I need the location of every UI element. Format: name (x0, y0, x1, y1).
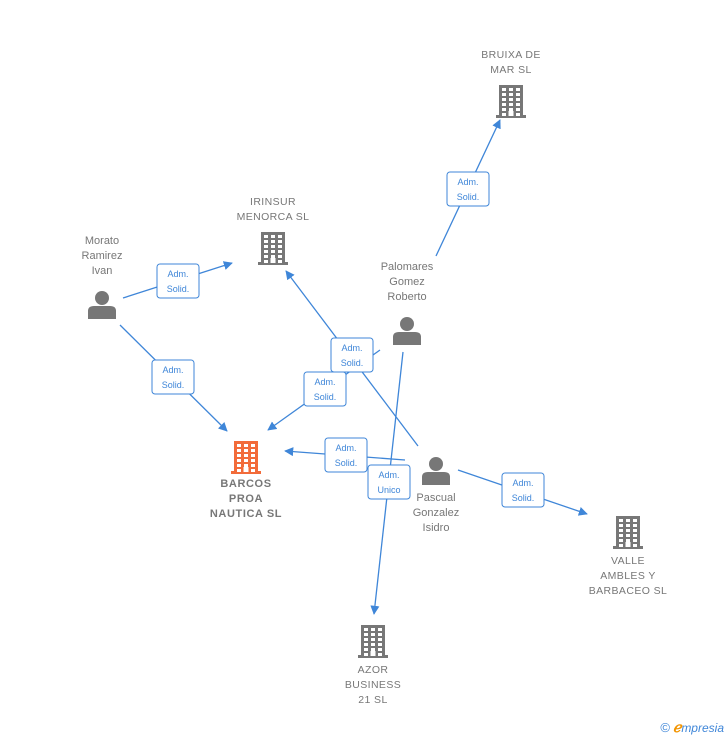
company-node-barcos[interactable]: BARCOS PROA NAUTICA SL (210, 441, 282, 520)
role-badge-text: Adm. (314, 377, 335, 387)
role-badge-text: Solid. (457, 192, 480, 202)
role-badge-box (367, 464, 411, 500)
label-line: PROA (229, 493, 263, 505)
person-icon (422, 457, 450, 485)
label-line: Ramirez (82, 250, 123, 262)
role-badge[interactable]: Adm. Solid. (303, 371, 347, 407)
role-badge-text: Unico (377, 485, 400, 495)
role-badge[interactable]: Adm. Solid. (156, 263, 200, 299)
label-line: Pascual (416, 492, 455, 504)
role-badge-text: Solid. (512, 493, 535, 503)
copyright-symbol: © (660, 720, 671, 735)
building-icon (496, 85, 526, 118)
role-badge[interactable]: Adm. Solid. (324, 437, 368, 473)
role-badge-text: Solid. (167, 284, 190, 294)
role-badge-text: Solid. (335, 458, 358, 468)
company-node-valle[interactable]: VALLE AMBLES Y BARBACEO SL (589, 516, 668, 597)
building-icon (613, 516, 643, 549)
role-badge-box (151, 359, 195, 395)
nodes-layer: BARCOS PROA NAUTICA SL IRINSUR MENORCA SL BRU… (82, 49, 668, 706)
label-line: MAR SL (490, 64, 532, 76)
role-badge-box (324, 437, 368, 473)
label-line: VALLE (611, 555, 645, 567)
role-badge[interactable]: Adm. Solid. (330, 337, 374, 373)
label-line: Roberto (387, 291, 426, 303)
label-line: NAUTICA SL (210, 508, 282, 520)
company-node-irinsur[interactable]: IRINSUR MENORCA SL (237, 196, 310, 265)
label-line: AZOR (358, 664, 389, 676)
label-line: BUSINESS (345, 679, 401, 691)
label-line: AMBLES Y (600, 570, 656, 582)
role-badge[interactable]: Adm. Unico (367, 464, 411, 500)
label-line: BRUIXA DE (481, 49, 541, 61)
building-icon (358, 625, 388, 658)
label-line: Ivan (92, 265, 113, 277)
barcos-label: BARCOS PROA NAUTICA SL (210, 478, 282, 520)
role-badge-text: Solid. (162, 380, 185, 390)
label-line: Gonzalez (413, 507, 459, 519)
role-badge-text: Adm. (378, 470, 399, 480)
role-badge-text: Adm. (341, 343, 362, 353)
role-badge-text: Adm. (457, 177, 478, 187)
role-badge[interactable]: Adm. Solid. (446, 171, 490, 207)
label-line: BARBACEO SL (589, 585, 668, 597)
person-icon (393, 317, 421, 345)
building-icon (258, 232, 288, 265)
role-badge-text: Adm. (335, 443, 356, 453)
bruixa-label: BRUIXA DE MAR SL (481, 49, 541, 76)
role-badge[interactable]: Adm. Solid. (151, 359, 195, 395)
badges-layer: Adm. Solid. Adm. Solid. Adm. Solid. Adm. Solid.… (151, 171, 545, 508)
company-node-azor[interactable]: AZOR BUSINESS 21 SL (345, 625, 401, 706)
company-node-bruixa[interactable]: BRUIXA DE MAR SL (481, 49, 541, 118)
brand-logo-letter: ℯ (673, 719, 682, 735)
label-line: IRINSUR (250, 196, 296, 208)
brand-name: mpresia (681, 721, 724, 735)
label-line: 21 SL (358, 694, 387, 706)
role-badge-box (330, 337, 374, 373)
label-line: Morato (85, 235, 119, 247)
role-badge-text: Solid. (314, 392, 337, 402)
role-badge-box (156, 263, 200, 299)
label-line: BARCOS (220, 478, 271, 490)
role-badge-text: Adm. (162, 365, 183, 375)
role-badge-box (501, 472, 545, 508)
footer-brand: ©ℯmpresia (660, 719, 724, 736)
role-badge-text: Adm. (167, 269, 188, 279)
label-line: Isidro (423, 522, 450, 534)
valle-label: VALLE AMBLES Y BARBACEO SL (589, 555, 668, 597)
role-badge-box (303, 371, 347, 407)
label-line: MENORCA SL (237, 211, 310, 223)
irinsur-label: IRINSUR MENORCA SL (237, 196, 310, 223)
label-line: Palomares (381, 261, 434, 273)
building-icon (231, 441, 261, 474)
role-badge-box (446, 171, 490, 207)
azor-label: AZOR BUSINESS 21 SL (345, 664, 401, 706)
role-badge-text: Solid. (341, 358, 364, 368)
label-line: Gomez (389, 276, 424, 288)
role-badge-text: Adm. (512, 478, 533, 488)
role-badge[interactable]: Adm. Solid. (501, 472, 545, 508)
person-icon (88, 291, 116, 319)
